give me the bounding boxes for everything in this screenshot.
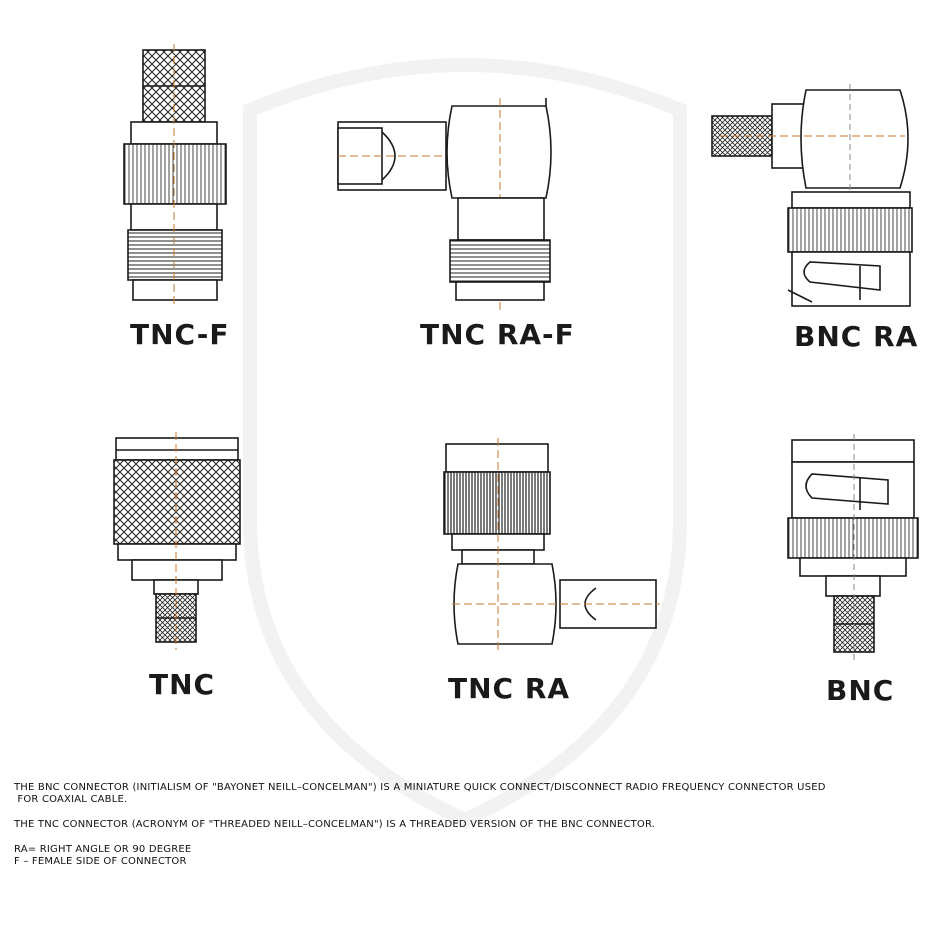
tnc-ra-drawing: [443, 438, 660, 652]
tnc-description: THE TNC CONNECTOR (ACRONYM OF "THREADED …: [14, 819, 656, 830]
bnc-drawing: [787, 434, 919, 660]
label-tnc: TNC: [149, 668, 216, 701]
f-definition: F – FEMALE SIDE OF CONNECTOR: [14, 856, 187, 867]
label-tnc-ra: TNC RA: [448, 672, 571, 705]
bnc-description: THE BNC CONNECTOR (INITIALISM OF "BAYONE…: [14, 782, 914, 806]
label-bnc-ra: BNC RA: [794, 320, 919, 353]
label-tnc-ra-f: TNC RA-F: [420, 318, 575, 351]
ra-definition: RA= RIGHT ANGLE OR 90 DEGREE: [14, 844, 192, 855]
label-tnc-f: TNC-F: [130, 318, 230, 351]
tnc-drawing: [113, 432, 241, 650]
bnc-description-line2: FOR COAXIAL CABLE.: [17, 794, 128, 805]
tnc-f-drawing: [123, 44, 227, 306]
bnc-description-line1: THE BNC CONNECTOR (INITIALISM OF "BAYONE…: [14, 782, 826, 793]
notes-block: THE BNC CONNECTOR (INITIALISM OF "BAYONE…: [14, 782, 914, 868]
tnc-ra-f-drawing: [337, 98, 552, 310]
label-bnc: BNC: [826, 674, 895, 707]
bnc-ra-drawing: [711, 84, 913, 307]
